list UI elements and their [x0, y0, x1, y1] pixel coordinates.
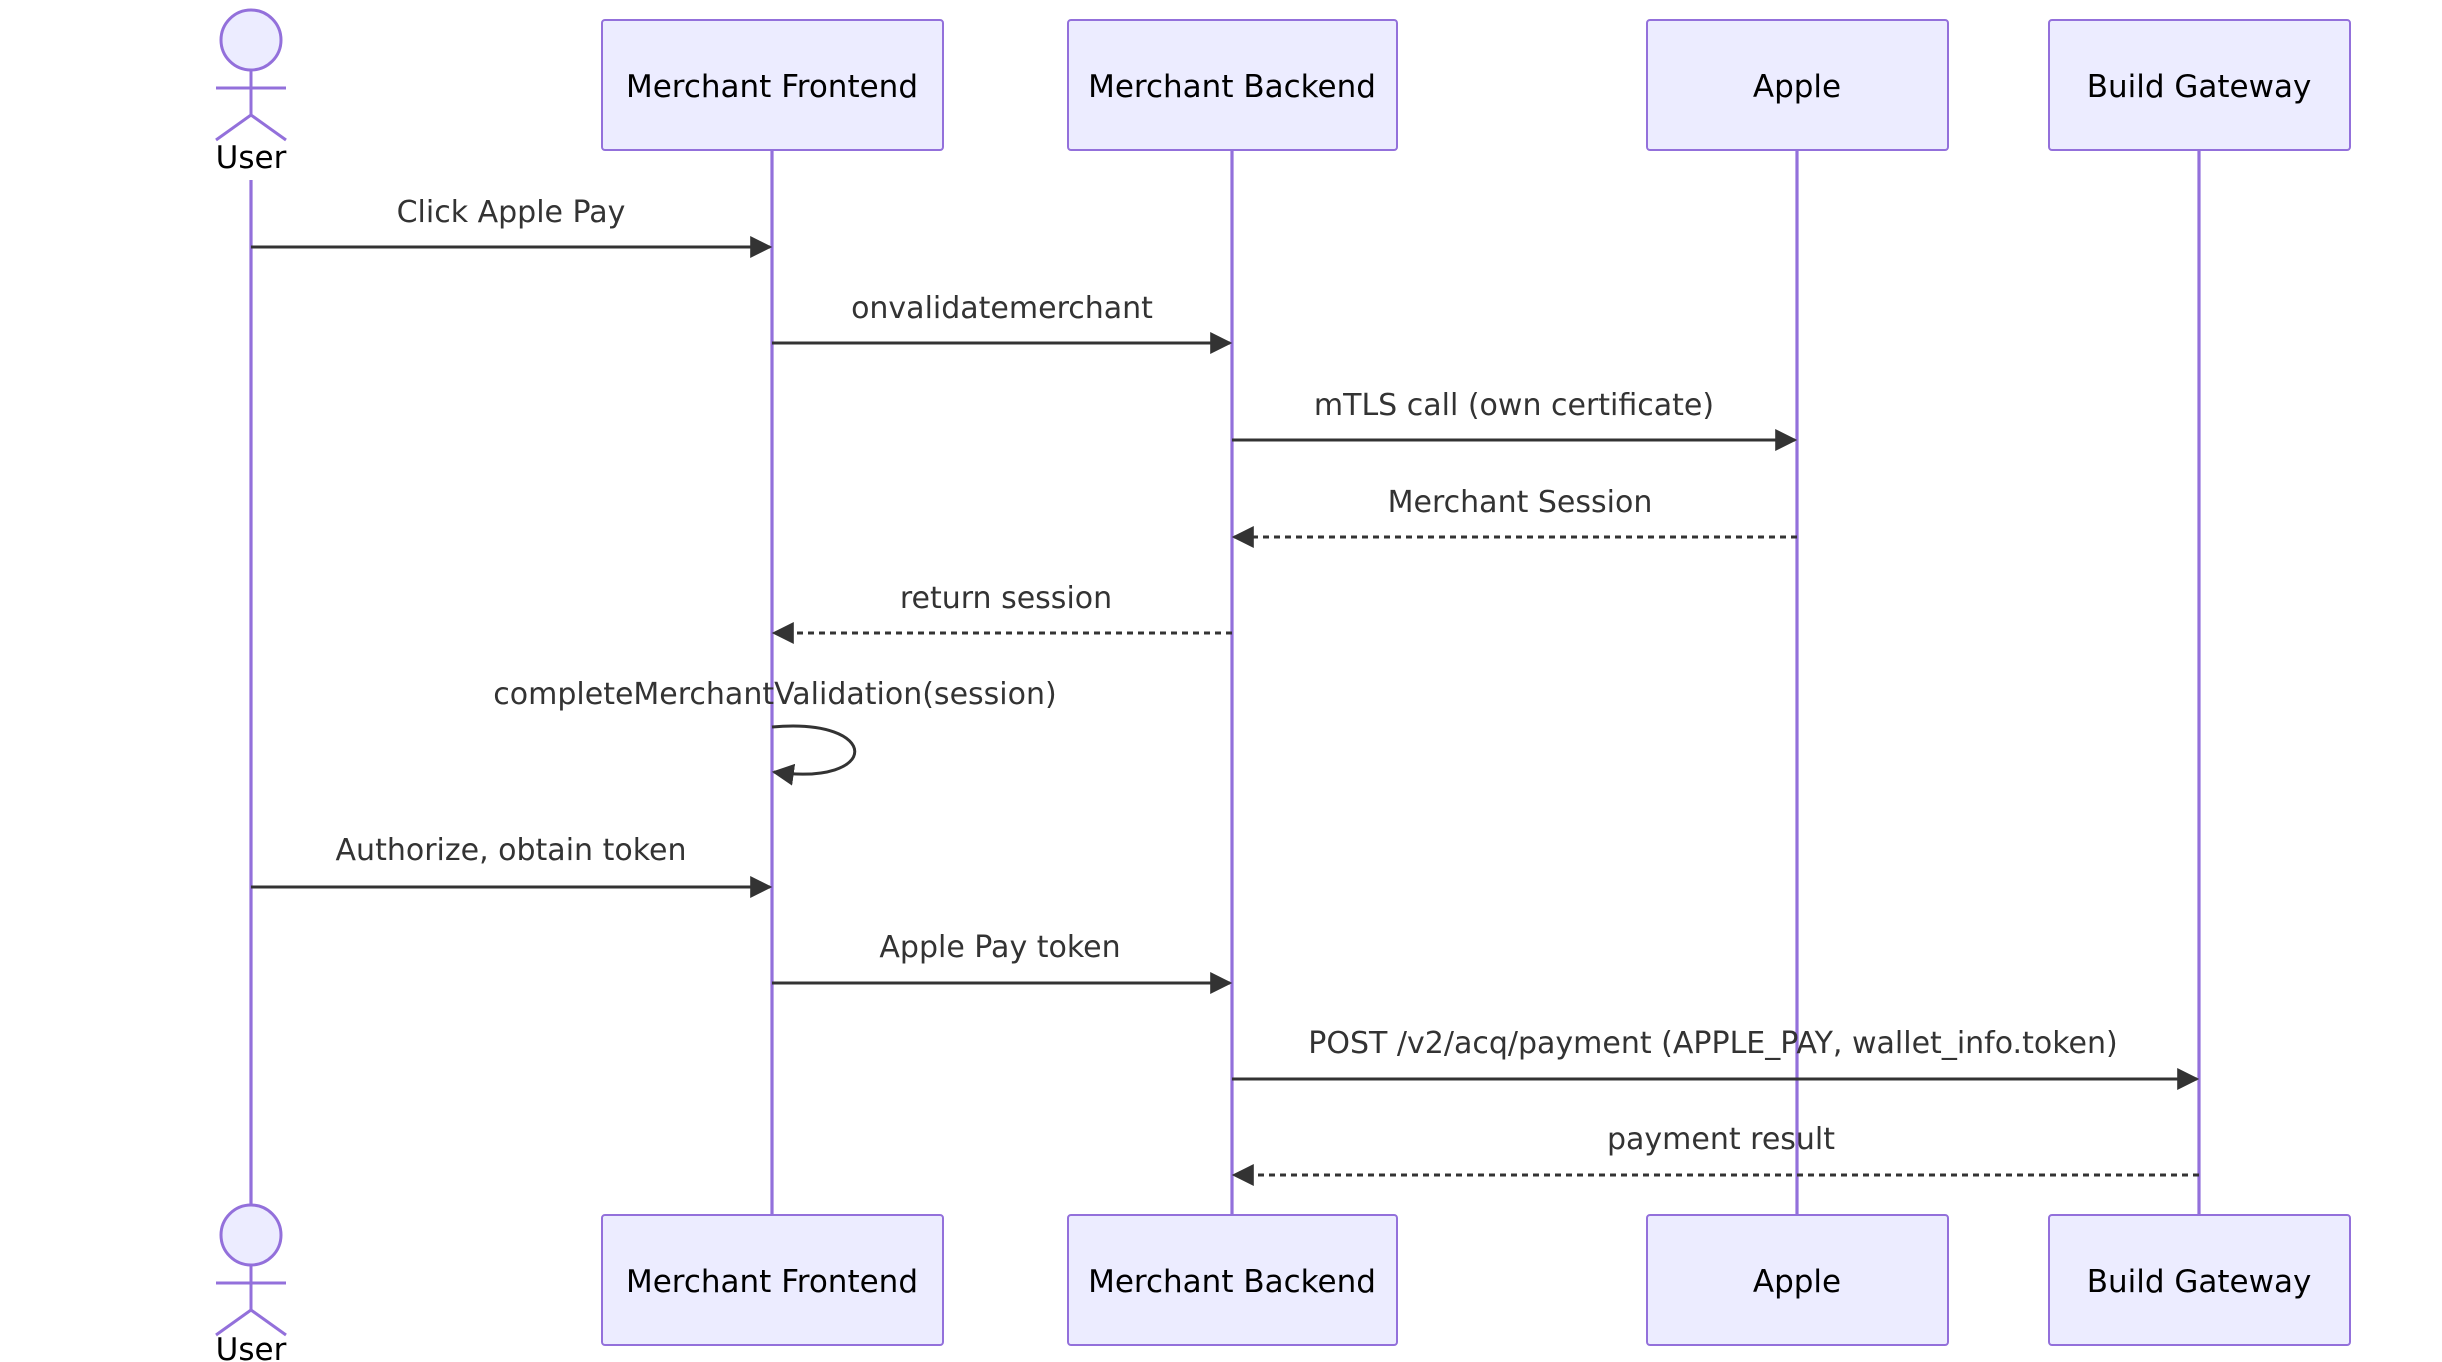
message-post-payment: POST /v2/acq/payment (APPLE_PAY, wallet_… — [1232, 1026, 2200, 1090]
participants-bottom: User Merchant Frontend Merchant Backend … — [215, 1203, 2351, 1362]
message-label: onvalidatemerchant — [851, 291, 1153, 326]
participant-box — [2048, 19, 2351, 151]
participant-box — [601, 19, 944, 151]
participant-label-merchant-frontend: Merchant Frontend — [626, 1264, 918, 1300]
lifelines — [249, 150, 2201, 1215]
actor-user-bottom: User — [215, 1203, 287, 1362]
message-label: payment result — [1607, 1122, 1835, 1157]
participant-box — [1646, 19, 1949, 151]
participant-box — [601, 1214, 944, 1346]
participant-label-merchant-backend: Merchant Backend — [1088, 1264, 1376, 1300]
message-mtls-call: mTLS call (own certificate) — [1232, 388, 1798, 451]
message-apple-pay-token: Apple Pay token — [772, 930, 1233, 994]
message-label: Click Apple Pay — [397, 195, 626, 230]
participant-build-gateway-bottom: Build Gateway — [2048, 1214, 2351, 1346]
participant-box — [1646, 1214, 1949, 1346]
actor-leg-right — [250, 113, 287, 142]
participant-box — [1067, 19, 1398, 151]
participant-label-user: User — [216, 1332, 287, 1362]
participant-label-apple: Apple — [1753, 69, 1841, 105]
message-label: completeMerchantValidation(session) — [493, 677, 1056, 712]
message-label: Apple Pay token — [879, 930, 1120, 965]
participant-apple-top: Apple — [1646, 19, 1949, 151]
message-label: Authorize, obtain token — [336, 833, 687, 868]
participant-label-merchant-frontend: Merchant Frontend — [626, 69, 918, 105]
actor-head — [219, 1203, 283, 1267]
actor-leg-left — [215, 1308, 252, 1337]
message-payment-result: payment result — [1231, 1122, 2199, 1186]
participant-merchant-backend-top: Merchant Backend — [1067, 19, 1398, 151]
message-complete-merchant-validation: completeMerchantValidation(session) — [493, 677, 1057, 786]
messages: Click Apple Pay onvalidatemerchant mTLS … — [251, 195, 2200, 1186]
participant-merchant-frontend-top: Merchant Frontend — [601, 19, 944, 151]
actor-leg-left — [215, 113, 252, 142]
participant-label-user: User — [216, 140, 287, 176]
participant-label-merchant-backend: Merchant Backend — [1088, 69, 1376, 105]
actor-user-top: User — [215, 8, 287, 176]
actor-head — [219, 8, 283, 72]
message-self-loop — [771, 724, 857, 786]
message-label: mTLS call (own certificate) — [1314, 388, 1714, 423]
message-return-session: return session — [771, 581, 1232, 644]
message-label: Merchant Session — [1388, 485, 1653, 520]
message-label: return session — [900, 581, 1112, 616]
participant-apple-bottom: Apple — [1646, 1214, 1949, 1346]
message-label: POST /v2/acq/payment (APPLE_PAY, wallet_… — [1308, 1026, 2117, 1061]
message-authorize-obtain-token: Authorize, obtain token — [251, 833, 773, 898]
participant-label-build-gateway: Build Gateway — [2087, 69, 2312, 105]
participant-box — [1067, 1214, 1398, 1346]
message-onvalidatemerchant: onvalidatemerchant — [772, 291, 1233, 354]
participants-top: User Merchant Frontend Merchant Backend … — [215, 8, 2351, 176]
participant-box — [2048, 1214, 2351, 1346]
message-merchant-session: Merchant Session — [1231, 485, 1797, 548]
participant-label-build-gateway: Build Gateway — [2087, 1264, 2312, 1300]
participant-merchant-backend-bottom: Merchant Backend — [1067, 1214, 1398, 1346]
participant-build-gateway-top: Build Gateway — [2048, 19, 2351, 151]
actor-leg-right — [250, 1308, 287, 1337]
message-click-apple-pay: Click Apple Pay — [251, 195, 773, 258]
participant-label-apple: Apple — [1753, 1264, 1841, 1300]
participant-merchant-frontend-bottom: Merchant Frontend — [601, 1214, 944, 1346]
